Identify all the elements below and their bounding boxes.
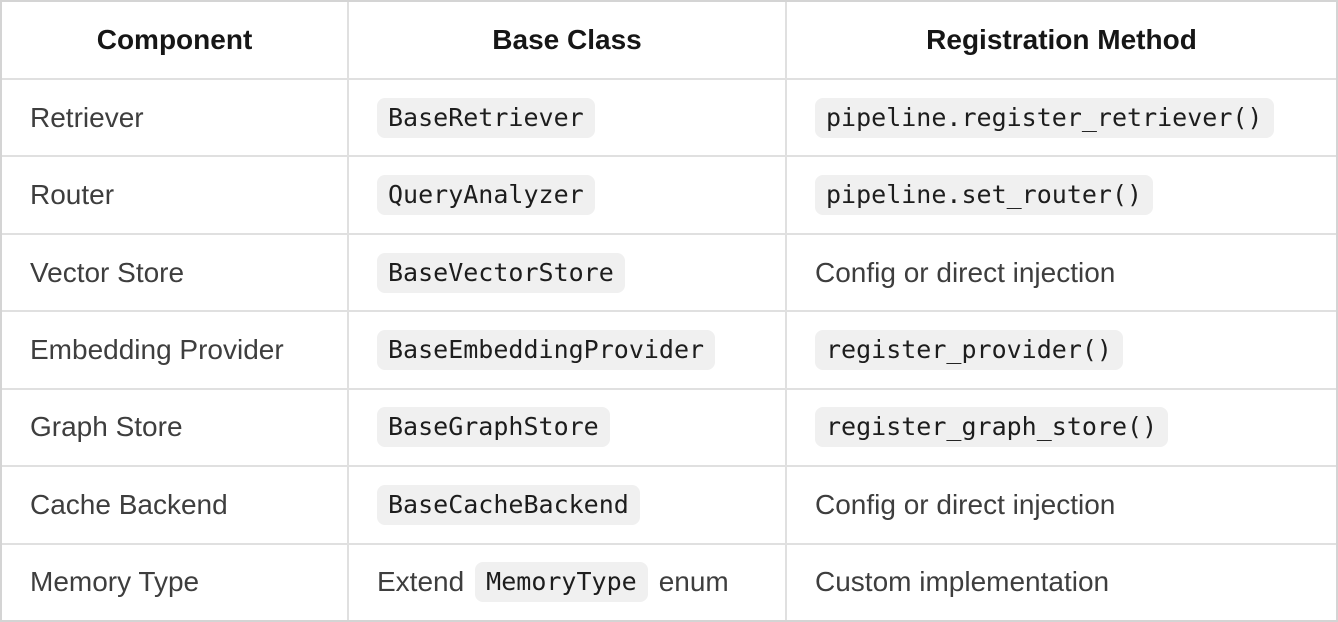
column-header-label: Component bbox=[96, 24, 253, 55]
cell-registration-method: Custom implementation bbox=[785, 542, 1336, 620]
cell-base-class: BaseCacheBackend bbox=[347, 465, 785, 543]
cell-base-class: BaseRetriever bbox=[347, 78, 785, 156]
base-class-code-badge: BaseEmbeddingProvider bbox=[377, 329, 716, 370]
base-class-code-badge: BaseVectorStore bbox=[377, 252, 625, 293]
cell-base-class: BaseVectorStore bbox=[347, 232, 785, 311]
registration-text: Custom implementation bbox=[815, 566, 1110, 598]
component-label: Embedding Provider bbox=[30, 333, 284, 365]
base-class-code-badge: BaseRetriever bbox=[377, 97, 595, 138]
cell-component: Graph Store bbox=[2, 387, 347, 466]
column-header-label: Base Class bbox=[492, 24, 642, 55]
cell-component: Vector Store bbox=[2, 232, 347, 311]
column-header-base-class: Base Class bbox=[347, 2, 785, 78]
base-class-code-badge: BaseCacheBackend bbox=[377, 484, 640, 525]
base-class-code-badge: MemoryType bbox=[475, 562, 648, 603]
registration-code-badge: register_provider() bbox=[815, 329, 1123, 370]
registration-text: Config or direct injection bbox=[815, 256, 1116, 288]
cell-base-class: QueryAnalyzer bbox=[347, 155, 785, 233]
base-class-code-badge: QueryAnalyzer bbox=[377, 175, 595, 216]
column-header-label: Registration Method bbox=[926, 24, 1197, 55]
cell-component: Embedding Provider bbox=[2, 310, 347, 388]
base-class-text-after: enum bbox=[658, 566, 729, 598]
cell-registration-method: Config or direct injection bbox=[785, 465, 1336, 543]
cell-registration-method: pipeline.register_retriever() bbox=[785, 78, 1336, 156]
cell-registration-method: register_graph_store() bbox=[785, 387, 1336, 466]
cell-component: Memory Type bbox=[2, 542, 347, 620]
component-label: Cache Backend bbox=[30, 488, 228, 520]
cell-registration-method: pipeline.set_router() bbox=[785, 155, 1336, 233]
cell-component: Retriever bbox=[2, 78, 347, 156]
registration-code-badge: pipeline.set_router() bbox=[815, 175, 1154, 216]
cell-base-class: Extend MemoryType enum bbox=[347, 542, 785, 620]
cell-registration-method: Config or direct injection bbox=[785, 232, 1336, 311]
column-header-component: Component bbox=[2, 2, 347, 78]
registration-text: Config or direct injection bbox=[815, 488, 1116, 520]
component-label: Memory Type bbox=[30, 566, 200, 598]
registration-code-badge: register_graph_store() bbox=[815, 407, 1169, 448]
component-label: Graph Store bbox=[30, 411, 183, 443]
cell-base-class: BaseGraphStore bbox=[347, 387, 785, 466]
base-class-text: Extend bbox=[377, 566, 465, 598]
component-label: Router bbox=[30, 179, 115, 211]
cell-component: Router bbox=[2, 155, 347, 233]
base-class-code-badge: BaseGraphStore bbox=[377, 407, 610, 448]
cell-base-class: BaseEmbeddingProvider bbox=[347, 310, 785, 388]
column-header-registration-method: Registration Method bbox=[785, 2, 1336, 78]
cell-component: Cache Backend bbox=[2, 465, 347, 543]
component-label: Retriever bbox=[30, 101, 144, 133]
component-label: Vector Store bbox=[30, 256, 185, 288]
registration-code-badge: pipeline.register_retriever() bbox=[815, 97, 1274, 138]
cell-registration-method: register_provider() bbox=[785, 310, 1336, 388]
